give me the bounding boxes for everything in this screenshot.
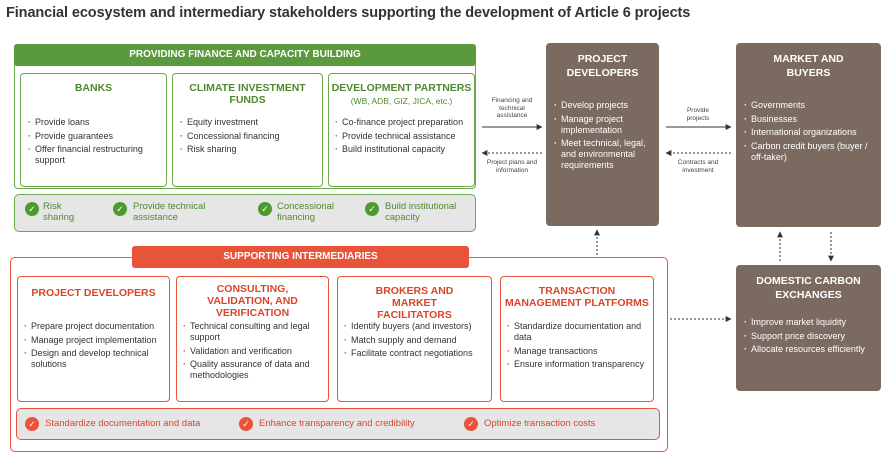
list-item: Businesses — [744, 114, 879, 125]
consulting-card: CONSULTING, VALIDATION, AND VERIFICATION… — [176, 276, 329, 402]
climate-funds-title: CLIMATE INVESTMENT FUNDS — [189, 82, 306, 106]
finance-section-frame — [14, 64, 476, 189]
list-item: Facilitate contract negotiations — [344, 348, 492, 359]
list-item: Manage project implementation — [24, 335, 170, 346]
brokers-card: BROKERS AND MARKET FACILITATORS Identify… — [337, 276, 492, 402]
list-item: Provide loans — [28, 117, 163, 128]
list-item: Provide guarantees — [28, 131, 163, 142]
climate-funds-list: Equity investment Concessional financing… — [180, 117, 320, 158]
carbon-exchanges-title: DOMESTIC CARBON EXCHANGES — [756, 275, 861, 301]
finance-section-header: PROVIDING FINANCE AND CAPACITY BUILDING — [14, 44, 476, 66]
banks-list: Provide loans Provide guarantees Offer f… — [28, 117, 163, 169]
list-item: Ensure information transparency — [507, 359, 653, 370]
climate-funds-card: CLIMATE INVESTMENT FUNDS Equity investme… — [172, 73, 323, 187]
transaction-platforms-card: TRANSACTION MANAGEMENT PLATFORMS Standar… — [500, 276, 654, 402]
carbon-exchanges-box: DOMESTIC CARBON EXCHANGES Improve market… — [736, 265, 881, 391]
intermediary-outcome-label: Enhance transparency and credibility — [259, 418, 415, 429]
list-item: Validation and verification — [183, 346, 325, 357]
finance-outcome-label: Risk sharing — [43, 201, 75, 223]
list-item: Improve market liquidity — [744, 317, 879, 328]
label-project-plans: Project plans and information — [486, 159, 538, 174]
development-partners-card: DEVELOPMENT PARTNERS (WB, ADB, GIZ, JICA… — [328, 73, 475, 187]
label-provide-projects: Provide projects — [686, 107, 710, 122]
market-buyers-box: MARKET AND BUYERS Governments Businesses… — [736, 43, 881, 227]
intermediaries-section-header: SUPPORTING INTERMEDIARIES — [132, 246, 469, 268]
brokers-list: Identify buyers (and investors) Match su… — [344, 321, 492, 362]
finance-outcome-label: Concessional financing — [277, 201, 335, 223]
brokers-title: BROKERS AND MARKET FACILITATORS — [375, 285, 454, 321]
intermediary-outcome-label: Standardize documentation and data — [45, 418, 201, 429]
list-item: Standardize documentation and data — [507, 321, 653, 343]
list-item: Match supply and demand — [344, 335, 492, 346]
check-icon: ✓ — [25, 417, 39, 431]
intermediary-outcomes-band: ✓ Standardize documentation and data ✓ E… — [16, 408, 660, 440]
intermediary-project-developers-title: PROJECT DEVELOPERS — [31, 287, 156, 299]
label-contracts: Contracts and investment — [677, 159, 719, 174]
finance-outcome-label: Provide technical assistance — [133, 201, 206, 223]
list-item: Develop projects — [554, 100, 656, 111]
project-developers-box: PROJECT DEVELOPERS Develop projects Mana… — [546, 43, 659, 226]
project-developers-list: Develop projects Manage project implemen… — [554, 100, 656, 174]
list-item: Support price discovery — [744, 331, 879, 342]
list-item: Concessional financing — [180, 131, 320, 142]
list-item: Offer financial restructuring support — [28, 144, 163, 166]
list-item: Allocate resources efficiently — [744, 344, 879, 355]
check-icon: ✓ — [25, 202, 39, 216]
development-partners-list: Co-finance project preparation Provide t… — [335, 117, 475, 158]
carbon-exchanges-list: Improve market liquidity Support price d… — [744, 317, 879, 358]
project-developers-title: PROJECT DEVELOPERS — [566, 53, 639, 79]
market-buyers-title: MARKET AND BUYERS — [773, 53, 844, 79]
list-item: Technical consulting and legal support — [183, 321, 325, 343]
list-item: Prepare project documentation — [24, 321, 170, 332]
development-partners-subtitle: (WB, ADB, GIZ, JICA, etc.) — [350, 96, 453, 106]
finance-outcomes-band: ✓ Risk sharing ✓ Provide technical assis… — [14, 194, 476, 232]
banks-card: BANKS Provide loans Provide guarantees O… — [20, 73, 167, 187]
development-partners-title: DEVELOPMENT PARTNERS — [331, 82, 472, 94]
list-item: Manage project implementation — [554, 114, 656, 136]
check-icon: ✓ — [365, 202, 379, 216]
list-item: Governments — [744, 100, 879, 111]
list-item: Provide technical assistance — [335, 131, 475, 142]
intermediary-project-developers-list: Prepare project documentation Manage pro… — [24, 321, 170, 373]
list-item: Build institutional capacity — [335, 144, 475, 155]
finance-outcome-label: Build institutional capacity — [385, 201, 457, 223]
list-item: Manage transactions — [507, 346, 653, 357]
consulting-list: Technical consulting and legal support V… — [183, 321, 325, 384]
transaction-platforms-title: TRANSACTION MANAGEMENT PLATFORMS — [505, 285, 649, 309]
list-item: Carbon credit buyers (buyer / off-taker) — [744, 141, 879, 163]
list-item: Meet technical, legal, and environmental… — [554, 138, 656, 171]
check-icon: ✓ — [113, 202, 127, 216]
banks-title: BANKS — [74, 82, 113, 94]
list-item: Risk sharing — [180, 144, 320, 155]
check-icon: ✓ — [239, 417, 253, 431]
list-item: Co-finance project preparation — [335, 117, 475, 128]
check-icon: ✓ — [464, 417, 478, 431]
list-item: Identify buyers (and investors) — [344, 321, 492, 332]
intermediary-outcome-label: Optimize transaction costs — [484, 418, 596, 429]
label-financing: Financing and technical assistance — [491, 97, 533, 119]
list-item: International organizations — [744, 127, 879, 138]
market-buyers-list: Governments Businesses International org… — [744, 100, 879, 165]
consulting-title: CONSULTING, VALIDATION, AND VERIFICATION — [207, 283, 298, 319]
list-item: Design and develop technical solutions — [24, 348, 170, 370]
transaction-platforms-list: Standardize documentation and data Manag… — [507, 321, 653, 373]
check-icon: ✓ — [258, 202, 272, 216]
list-item: Equity investment — [180, 117, 320, 128]
intermediary-project-developers-card: PROJECT DEVELOPERS Prepare project docum… — [17, 276, 170, 402]
list-item: Quality assurance of data and methodolog… — [183, 359, 325, 381]
figure-title: Financial ecosystem and intermediary sta… — [6, 5, 691, 21]
